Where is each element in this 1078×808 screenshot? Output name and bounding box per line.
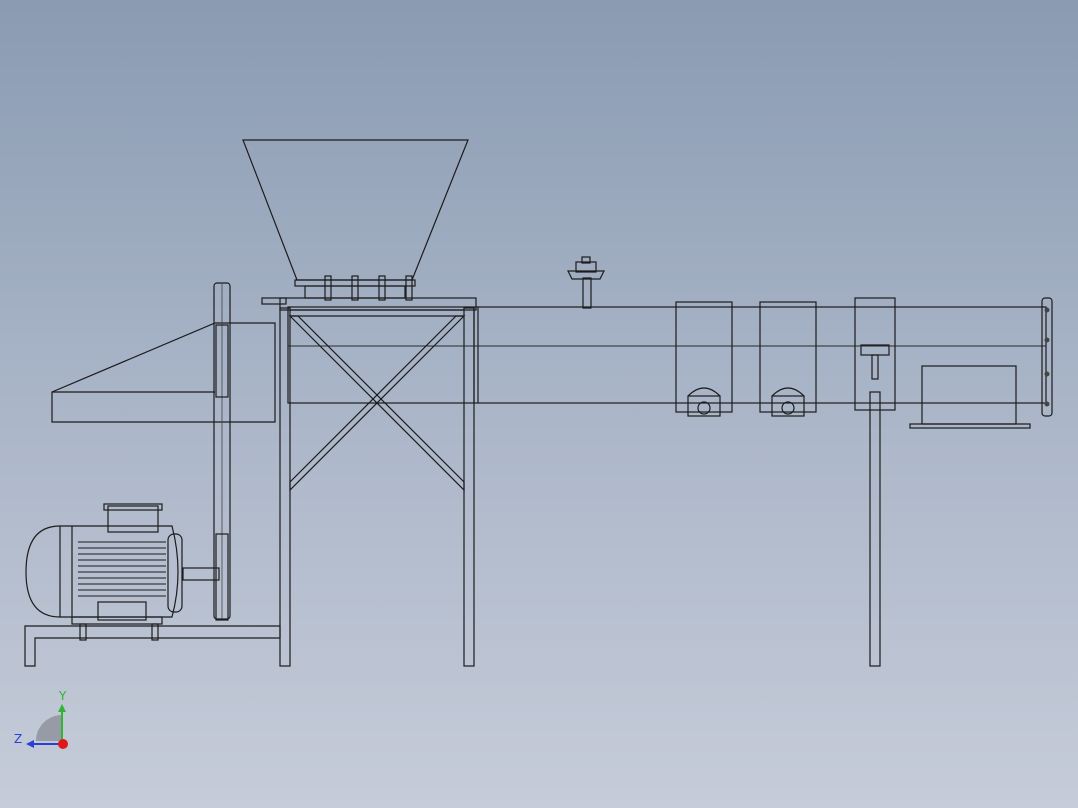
discharge-outlet — [909, 365, 1031, 429]
x-axis-dot — [58, 739, 68, 749]
frame-cross-brace — [288, 315, 466, 492]
end-flange — [1041, 297, 1053, 417]
belt-guard — [51, 322, 276, 423]
heater-band-2 — [759, 301, 817, 417]
drive-pulley-large — [213, 282, 231, 621]
electric-motor — [25, 503, 183, 641]
motor-cooling-fins — [78, 541, 166, 597]
y-axis-label: Y — [58, 689, 67, 703]
main-support-frame — [261, 297, 477, 667]
feed-hopper — [242, 139, 469, 301]
screw-barrel — [287, 306, 1047, 404]
axis-triad: Y Z — [14, 689, 68, 749]
heater-band-1 — [675, 301, 733, 417]
motor-shaft — [182, 567, 220, 581]
temperature-sensor — [567, 256, 605, 309]
hopper-flange-bolts — [324, 275, 413, 301]
heater-band-3 — [854, 297, 896, 411]
z-axis-label: Z — [14, 732, 22, 746]
rear-support-leg — [869, 391, 881, 667]
